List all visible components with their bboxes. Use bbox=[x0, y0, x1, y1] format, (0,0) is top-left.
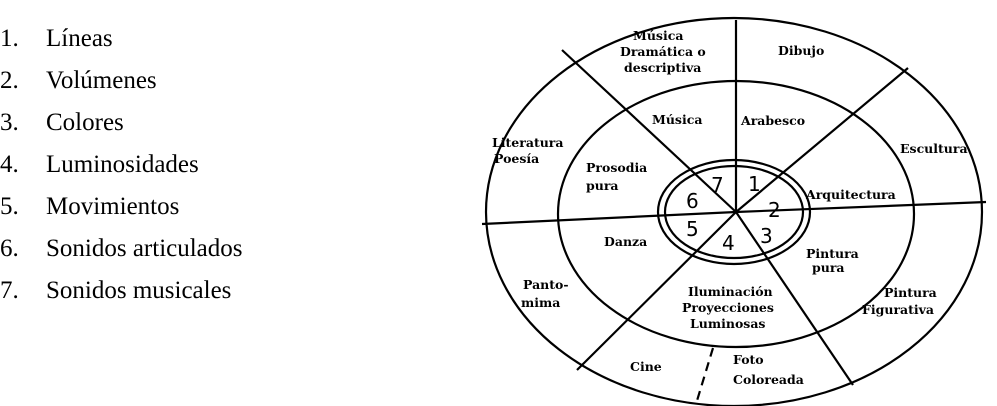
legend-item: 3.Colores bbox=[0, 109, 124, 136]
divider-cine-foto bbox=[694, 347, 715, 405]
inner-number-5: 5 bbox=[686, 217, 699, 241]
label-foto-coloreada-2: Coloreada bbox=[733, 372, 804, 387]
inner-number-7: 7 bbox=[711, 173, 724, 197]
spoke-upper-right bbox=[735, 67, 909, 213]
label-pintura-pura-1: Pintura bbox=[806, 246, 859, 261]
label-dibujo: Dibujo bbox=[778, 43, 824, 58]
legend-item: 4.Luminosidades bbox=[0, 151, 199, 178]
label-musica-dramatica-1: Música bbox=[633, 28, 683, 43]
label-pantomima-2: mima bbox=[521, 295, 560, 310]
inner-ring-inner bbox=[663, 164, 805, 260]
label-cine: Cine bbox=[630, 359, 662, 374]
outer-ring bbox=[484, 16, 984, 406]
spoke-lower-right bbox=[735, 211, 854, 386]
spoke-upper-left bbox=[561, 49, 737, 213]
label-literatura-2: Poesía bbox=[494, 151, 539, 166]
legend-item: 6.Sonidos articulados bbox=[0, 235, 243, 262]
label-iluminacion-1: Iluminación bbox=[688, 284, 773, 299]
label-arquitectura: Arquitectura bbox=[805, 187, 896, 202]
label-pintura-pura-2: pura bbox=[812, 260, 845, 275]
spoke-right bbox=[735, 200, 987, 214]
inner-number-4: 4 bbox=[722, 231, 735, 255]
label-pantomima-1: Panto- bbox=[523, 277, 569, 292]
legend-item: 7.Sonidos musicales bbox=[0, 277, 232, 304]
label-arabesco: Arabesco bbox=[740, 113, 805, 128]
label-danza: Danza bbox=[604, 234, 647, 249]
label-iluminacion-2: Proyecciones bbox=[682, 300, 774, 315]
label-pintura-figurativa-1: Pintura bbox=[884, 285, 937, 300]
inner-number-2: 2 bbox=[768, 198, 781, 222]
inner-number-1: 1 bbox=[748, 172, 761, 196]
legend-item: 2.Volúmenes bbox=[0, 67, 157, 94]
legend-item: 1.Líneas bbox=[0, 25, 113, 52]
inner-number-6: 6 bbox=[686, 189, 699, 213]
label-prosodia-pura-1: Prosodia bbox=[586, 160, 647, 175]
legend-item: 5.Movimientos bbox=[0, 193, 180, 220]
spoke-left bbox=[481, 210, 737, 226]
inner-number-3: 3 bbox=[760, 224, 773, 248]
label-musica-dramatica-3: descriptiva bbox=[624, 60, 701, 75]
label-iluminacion-3: Luminosas bbox=[690, 316, 765, 331]
label-prosodia-pura-2: pura bbox=[586, 178, 619, 193]
label-foto-coloreada-1: Foto bbox=[733, 352, 764, 367]
legend-list: 1.Líneas 2.Volúmenes 3.Colores 4.Luminos… bbox=[0, 18, 243, 312]
inner-ring-outer bbox=[656, 158, 812, 266]
label-literatura-1: Literatura bbox=[492, 135, 564, 150]
label-musica-dramatica-2: Dramática o bbox=[620, 44, 706, 59]
label-pintura-figurativa-2: Figurativa bbox=[862, 302, 934, 317]
label-musica: Música bbox=[652, 112, 702, 127]
label-escultura: Escultura bbox=[900, 141, 968, 156]
spoke-lower-left bbox=[576, 211, 737, 371]
